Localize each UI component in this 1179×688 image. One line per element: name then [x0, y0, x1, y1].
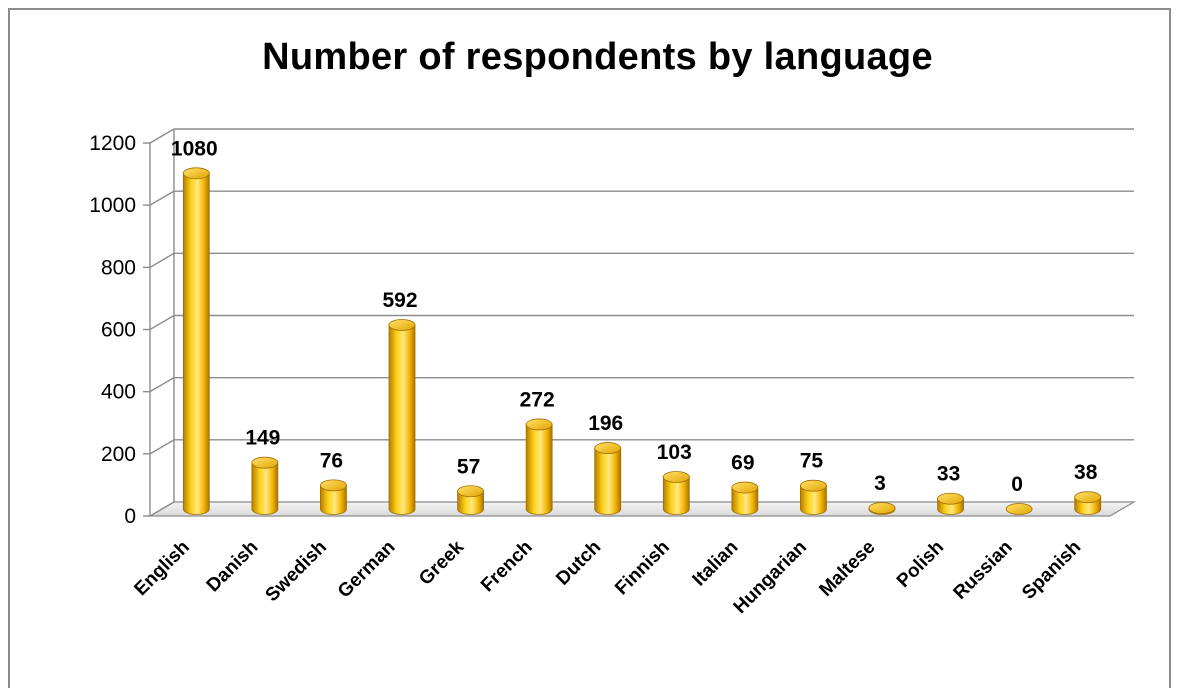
bar-finnish — [662, 471, 690, 515]
data-label: 57 — [457, 455, 480, 478]
bar-cap — [320, 479, 347, 492]
y-tick-label: 0 — [124, 505, 136, 528]
bar-italian — [731, 481, 759, 515]
bar-english — [182, 167, 210, 515]
gridline-side — [149, 377, 175, 393]
data-label: 103 — [657, 441, 692, 464]
bar-cap — [731, 481, 759, 494]
grid-lines — [147, 128, 1137, 517]
y-tick-label: 400 — [101, 381, 136, 404]
y-axis: 0 200 400 600 800 1000 1200 — [89, 132, 151, 528]
x-tick-label: English — [130, 537, 193, 600]
bar-cap — [1005, 503, 1033, 515]
x-tick-label: Spanish — [1018, 537, 1085, 604]
bar-cap — [937, 492, 964, 505]
bar-cap — [662, 471, 690, 483]
data-label: 149 — [245, 427, 280, 450]
data-label: 1080 — [171, 137, 218, 160]
bar-cap — [594, 442, 622, 454]
gridline-side — [149, 439, 175, 455]
data-label: 196 — [588, 412, 623, 435]
gridline-side — [149, 314, 175, 331]
bar-cap — [525, 418, 553, 431]
x-tick-label: Polish — [893, 537, 948, 592]
x-tick-label: Finnish — [611, 537, 674, 600]
data-label: 3 — [874, 472, 886, 495]
bars — [182, 167, 1102, 515]
x-tick-label: Dutch — [552, 537, 605, 590]
x-tick-label: Swedish — [262, 537, 331, 606]
bar-body — [525, 424, 553, 515]
y-tick-label: 600 — [101, 319, 136, 342]
bar-body — [800, 485, 827, 515]
bar-body — [388, 324, 416, 515]
bar-body — [594, 447, 622, 515]
bar-spanish — [1074, 491, 1102, 515]
chart-title: Number of respondents by language — [262, 36, 933, 78]
bar-swedish — [320, 479, 347, 515]
data-label: 76 — [320, 449, 343, 472]
floor — [147, 501, 1137, 517]
x-tick-label: German — [334, 537, 400, 603]
gridline-side — [149, 190, 175, 206]
bar-hungarian — [800, 479, 827, 515]
bar-cap — [868, 502, 896, 514]
gridline-side — [149, 252, 175, 268]
x-tick-label: Hungarian — [730, 537, 811, 618]
x-tick-label: Russian — [950, 537, 1017, 604]
y-tick-label: 1200 — [89, 132, 136, 155]
x-tick-label: Greek — [415, 536, 468, 589]
bar-russian — [1005, 503, 1033, 515]
bar-body — [731, 487, 759, 515]
x-tick-label: Italian — [689, 537, 743, 591]
bar-french — [525, 418, 553, 515]
bar-cap — [800, 479, 827, 492]
data-label: 38 — [1074, 461, 1098, 484]
bar-body — [251, 462, 279, 515]
x-tick-label: Danish — [203, 537, 263, 597]
bar-greek — [457, 485, 484, 515]
bar-danish — [251, 456, 279, 515]
x-tick-label: Maltese — [815, 537, 879, 601]
bar-cap — [388, 319, 416, 331]
data-label: 592 — [382, 289, 417, 312]
bar-maltese — [868, 502, 896, 515]
gridline-side — [149, 128, 175, 144]
data-label: 75 — [800, 450, 824, 473]
bar-body — [457, 490, 484, 515]
bar-cap — [182, 167, 210, 180]
data-label: 0 — [1011, 473, 1023, 496]
data-label: 33 — [937, 463, 960, 486]
y-tick-label: 1000 — [89, 194, 136, 217]
bar-cap — [457, 485, 484, 498]
bar-body — [320, 484, 347, 515]
y-tick-label: 800 — [101, 256, 136, 279]
data-label: 272 — [520, 388, 555, 411]
gridline-side — [149, 501, 175, 517]
data-label: 69 — [731, 452, 754, 475]
bar-body — [662, 476, 690, 515]
y-tick-label: 200 — [101, 443, 136, 466]
bar-cap — [251, 456, 279, 469]
x-tick-label: French — [477, 537, 537, 597]
bar-german — [388, 319, 416, 515]
bar-body — [182, 172, 210, 515]
bar-dutch — [594, 442, 622, 515]
bar-polish — [937, 492, 964, 515]
bar-cap — [1074, 491, 1102, 504]
